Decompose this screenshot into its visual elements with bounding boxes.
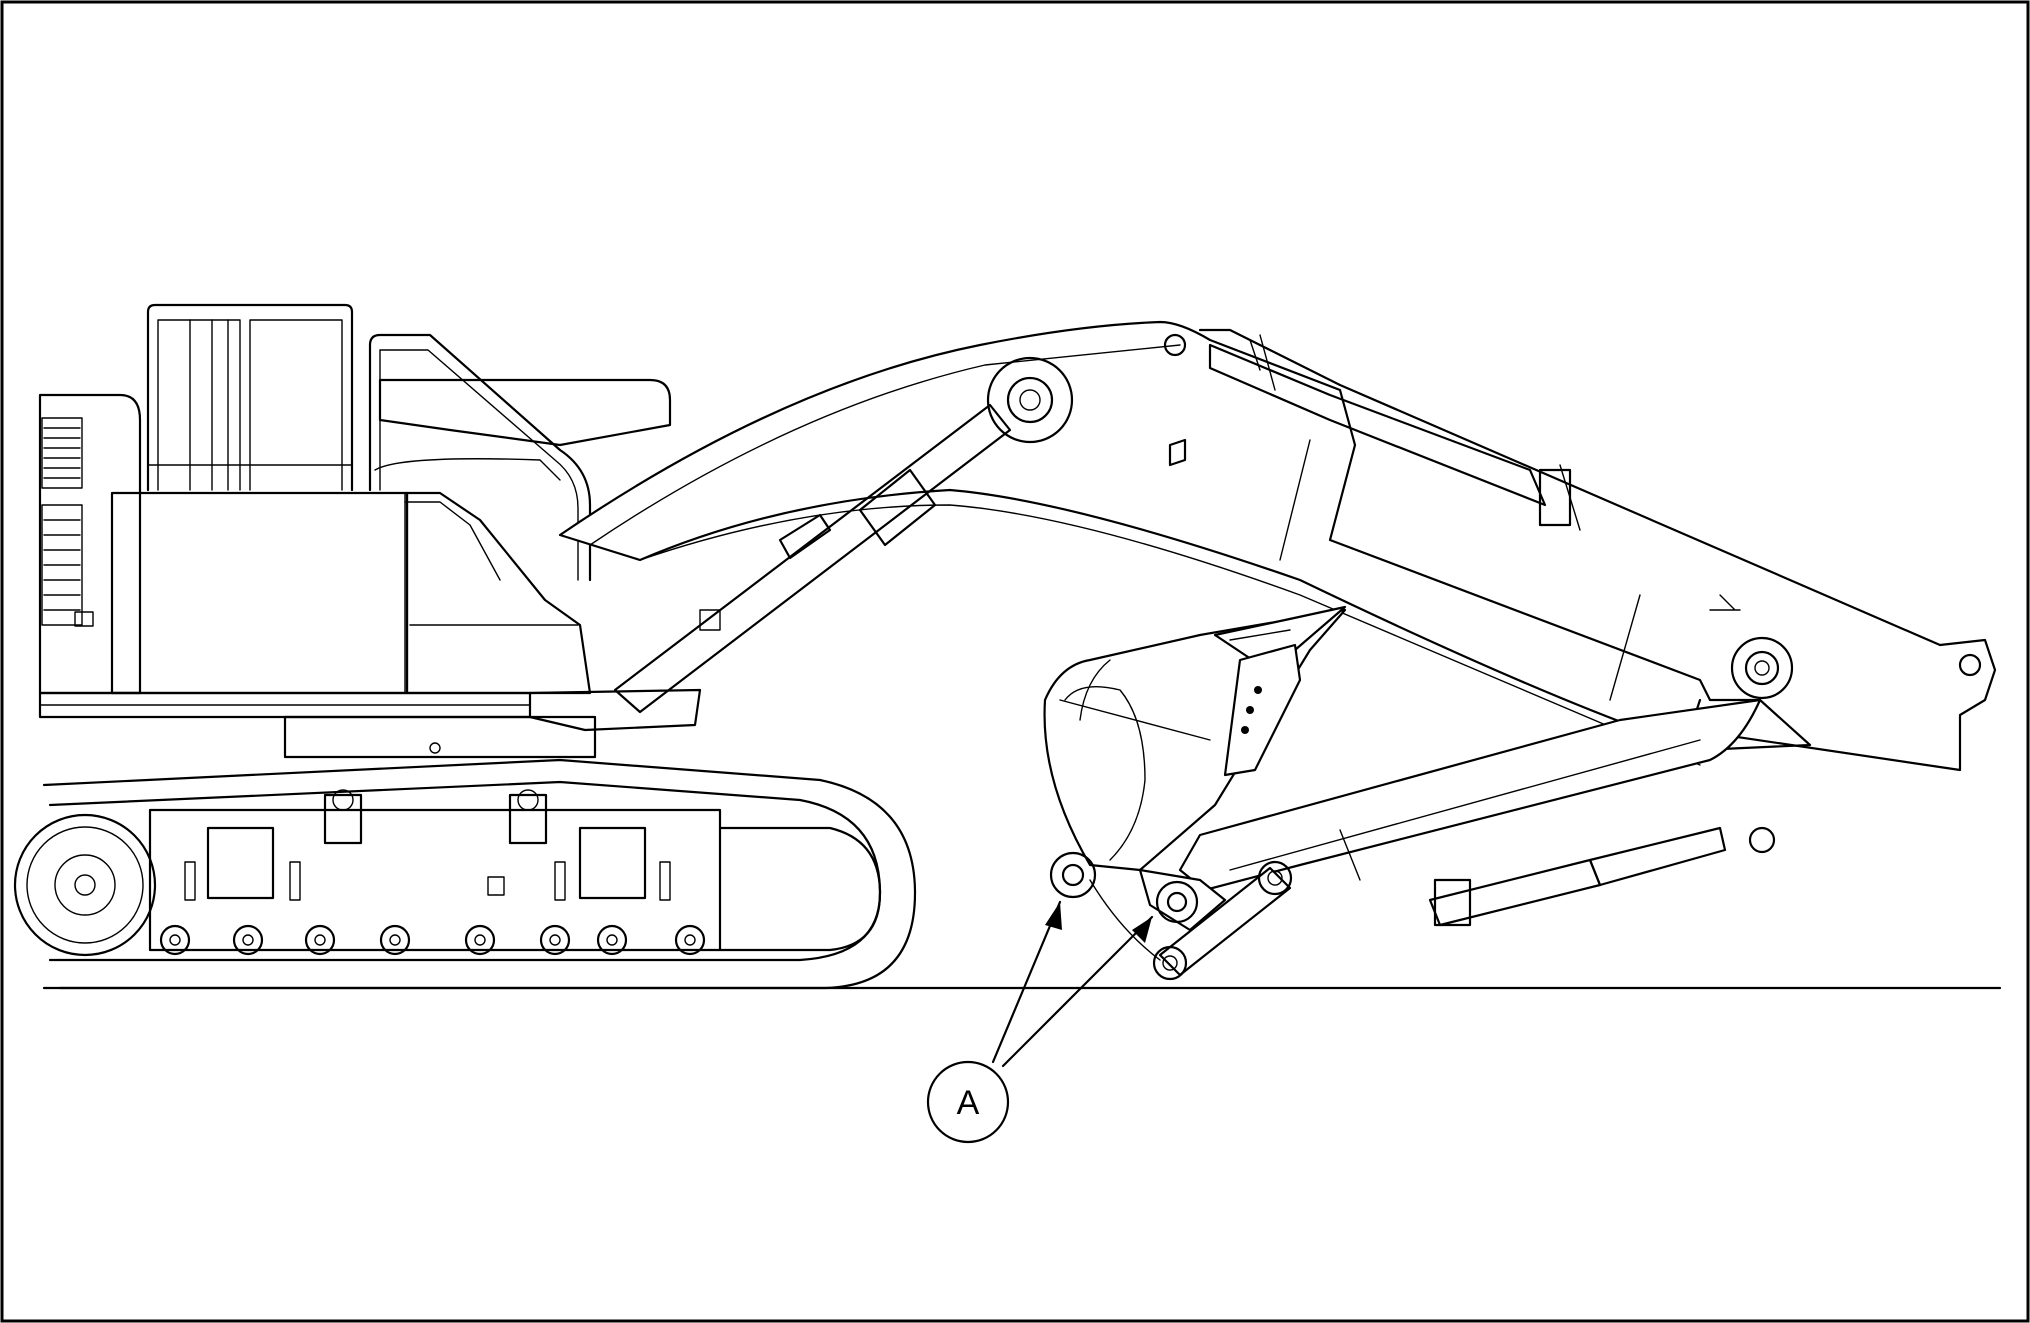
stick-arm bbox=[1178, 698, 1776, 927]
track-outer bbox=[42, 758, 917, 990]
track-inner bbox=[48, 780, 882, 962]
boom-mount-hole bbox=[1163, 333, 1187, 357]
swing-bearing bbox=[283, 715, 597, 759]
boom-bracket bbox=[1168, 438, 1187, 467]
stick-cylinder bbox=[1198, 328, 1997, 772]
drive-sprocket bbox=[13, 813, 157, 957]
push-link bbox=[1158, 866, 1292, 977]
bucket-side-cutter bbox=[1223, 643, 1302, 777]
stick-lower-pin bbox=[1748, 826, 1776, 854]
cab-roof bbox=[378, 378, 672, 447]
track-idler-guard bbox=[718, 826, 882, 952]
stick-body bbox=[1178, 698, 1762, 892]
stick-end-hole bbox=[1958, 653, 1982, 677]
callout-label: A bbox=[957, 1084, 980, 1122]
callout-a: A bbox=[926, 900, 1154, 1144]
engine-housing bbox=[110, 491, 409, 695]
callout-circle bbox=[926, 1060, 1010, 1144]
track-rollers bbox=[159, 924, 706, 956]
stick-pin bbox=[1730, 636, 1794, 700]
boom-cylinder bbox=[613, 403, 1012, 714]
bucket-linkage-pin-right bbox=[1155, 880, 1199, 924]
bucket-link-plate bbox=[1138, 868, 1227, 932]
callout-leader-left bbox=[991, 900, 1062, 1064]
counterweight bbox=[38, 393, 142, 695]
bucket-cylinder bbox=[1428, 826, 1727, 927]
track-assembly bbox=[13, 758, 917, 990]
callout-leader-right bbox=[1001, 915, 1154, 1068]
bucket-linkage-pin-left bbox=[1049, 851, 1097, 899]
front-deck bbox=[528, 688, 702, 732]
boom-pin bbox=[986, 356, 1074, 444]
operator-cab bbox=[405, 491, 592, 695]
callout-arrowhead-right bbox=[1132, 917, 1152, 943]
upper-structure bbox=[38, 303, 702, 759]
track-frame bbox=[148, 808, 722, 952]
engine-vent-grille bbox=[41, 417, 94, 627]
track-frame-panels bbox=[184, 826, 671, 901]
carrier-rollers bbox=[323, 789, 548, 845]
callout-arrowhead-left bbox=[1045, 902, 1062, 930]
guard-rails bbox=[146, 303, 592, 582]
bucket-assembly bbox=[1043, 605, 1347, 981]
